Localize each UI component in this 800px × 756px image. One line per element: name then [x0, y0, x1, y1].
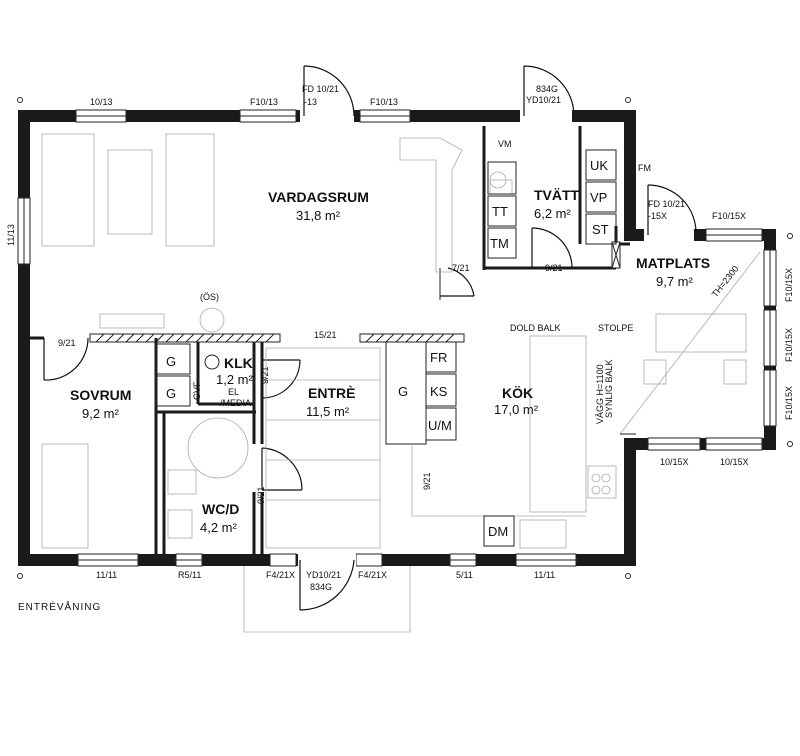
fixture-g2: G — [166, 386, 176, 401]
window-label-7: F10/15X — [784, 386, 794, 420]
window-label-1: 10/13 — [90, 97, 113, 107]
door-label-9-21-sovrum: 9/21 — [58, 338, 76, 348]
door-label-yd-top-a: 834G — [536, 84, 558, 94]
room-vardagsrum-area: 31,8 m² — [296, 208, 341, 223]
fixture-tm: TM — [490, 236, 509, 251]
door-label-fd-mat-a: FD 10/21 — [648, 199, 685, 209]
fixture-media: /MEDIA — [220, 398, 251, 408]
room-sovrum-name: SOVRUM — [70, 387, 131, 403]
fixture-fm: FM — [638, 163, 651, 173]
room-kok-name: KÖK — [502, 385, 533, 401]
room-tvatt-name: TVÄTT — [534, 187, 580, 203]
room-matplats-name: MATPLATS — [636, 255, 710, 271]
window-label-4: 11/13 — [6, 224, 16, 246]
window-label-11: 11/11 — [96, 570, 117, 580]
fixture-vp: VP — [590, 190, 607, 205]
window-label-14: F4/21X — [358, 570, 387, 580]
entrance-porch — [243, 566, 411, 633]
room-entre-name: ENTRÈ — [308, 385, 355, 401]
exterior-walls — [18, 110, 776, 566]
fixture-vm: VM — [498, 139, 512, 149]
note-synlig-balk: SYNLIG BALK — [604, 359, 614, 418]
fixture-g-kok: G — [398, 384, 408, 399]
door-label-9-21-hall: 9/21 — [422, 472, 432, 490]
room-klk-area: 1,2 m² — [216, 372, 254, 387]
exterior-doors — [298, 65, 697, 611]
note-th: TH=2300 — [710, 264, 741, 300]
corner-markers — [17, 97, 793, 579]
fixture-tt: TT — [492, 204, 508, 219]
room-sovrum-area: 9,2 m² — [82, 406, 120, 421]
window-label-15: 5/11 — [456, 570, 473, 580]
window-label-3: F10/13 — [370, 97, 398, 107]
window-label-9: 10/15X — [660, 457, 689, 467]
fixture-gvf: GVF — [192, 381, 202, 400]
door-label-yd-top-b: YD10/21 — [526, 95, 561, 105]
window-label-2: F10/13 — [250, 97, 278, 107]
window-label-5: F10/15X — [784, 268, 794, 302]
door-label-fd-top-a: FD 10/21 — [302, 84, 339, 94]
window-label-13: F4/21X — [266, 570, 295, 580]
drawing-title: ENTRÉVÅNING — [18, 600, 101, 613]
window-label-6: F10/15X — [784, 328, 794, 362]
room-wcd-area: 4,2 m² — [200, 520, 238, 535]
fixture-os: (ÖS) — [200, 292, 219, 302]
window-label-16: 11/11 — [534, 570, 555, 580]
door-label-9-21-tvatt: 9/21 — [545, 263, 563, 273]
room-wcd-name: WC/D — [202, 501, 239, 517]
room-klk-name: KLK — [224, 355, 253, 371]
note-stolpe: STOLPE — [598, 323, 633, 333]
door-label-9-21-wc: 9/21 — [256, 486, 266, 504]
fixture-el: EL — [228, 387, 239, 397]
fixture-uk: UK — [590, 158, 608, 173]
door-label-9-21-klk: 9/21 — [260, 366, 270, 384]
door-label-yd-bot-b: 834G — [310, 582, 332, 592]
room-entre-area: 11,5 m² — [306, 404, 350, 419]
window-openings — [17, 109, 777, 567]
door-label-fd-mat-b: -15X — [648, 211, 667, 221]
fixture-fr: FR — [430, 350, 447, 365]
window-label-12: R5/11 — [178, 570, 201, 580]
note-dold-balk: DOLD BALK — [510, 323, 561, 333]
fixture-um: U/M — [428, 418, 452, 433]
door-label-fd-top-b: -13 — [304, 97, 317, 107]
appliance-boxes — [155, 149, 617, 547]
room-kok-area: 17,0 m² — [494, 402, 539, 417]
window-label-8: F10/15X — [712, 211, 746, 221]
door-label-15-21: 15/21 — [314, 330, 337, 340]
note-vagg: VÄGG H=1100 — [595, 364, 605, 424]
door-label-7-21: 7/21 — [452, 263, 470, 273]
fixture-g1: G — [166, 354, 176, 369]
window-label-10: 10/15X — [720, 457, 749, 467]
room-tvatt-area: 6,2 m² — [534, 206, 572, 221]
room-matplats-area: 9,7 m² — [656, 274, 694, 289]
fixture-circle — [204, 354, 220, 370]
room-vardagsrum-name: VARDAGSRUM — [268, 189, 369, 205]
fixture-st: ST — [592, 222, 609, 237]
fixture-ks: KS — [430, 384, 448, 399]
fixture-dm: DM — [488, 524, 508, 539]
furniture — [41, 133, 761, 549]
door-label-yd-bot-a: YD10/21 — [306, 570, 341, 580]
